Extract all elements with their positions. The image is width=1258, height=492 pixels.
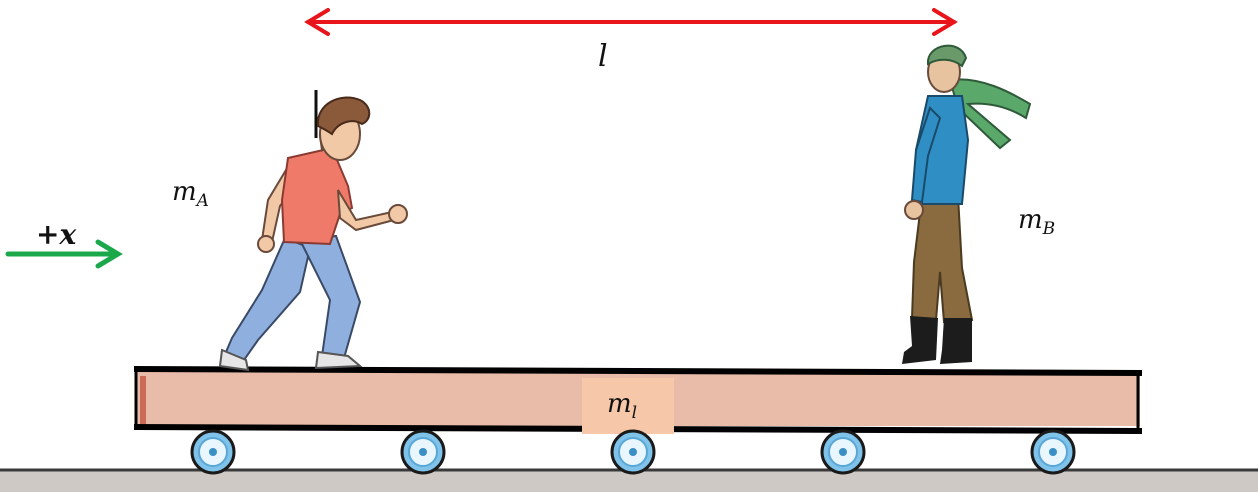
mass-a-label: mA (172, 177, 209, 211)
wheel-icon (820, 429, 866, 475)
standing-man-icon (902, 44, 1032, 364)
wheel-icon (610, 429, 656, 475)
wheel-icon (1030, 429, 1076, 475)
mass-b-label: mB (1018, 205, 1055, 239)
direction-label: +x (36, 218, 76, 251)
wheels (190, 429, 1076, 475)
wheel-icon (400, 429, 446, 475)
plank-mass-label: ml (607, 389, 637, 423)
plank-label-box (582, 378, 674, 434)
ground (0, 470, 1258, 492)
length-label: l (598, 39, 608, 74)
running-man-icon (218, 90, 408, 372)
direction-arrow (5, 239, 123, 269)
length-arrow (304, 8, 958, 36)
wheel-icon (190, 429, 236, 475)
